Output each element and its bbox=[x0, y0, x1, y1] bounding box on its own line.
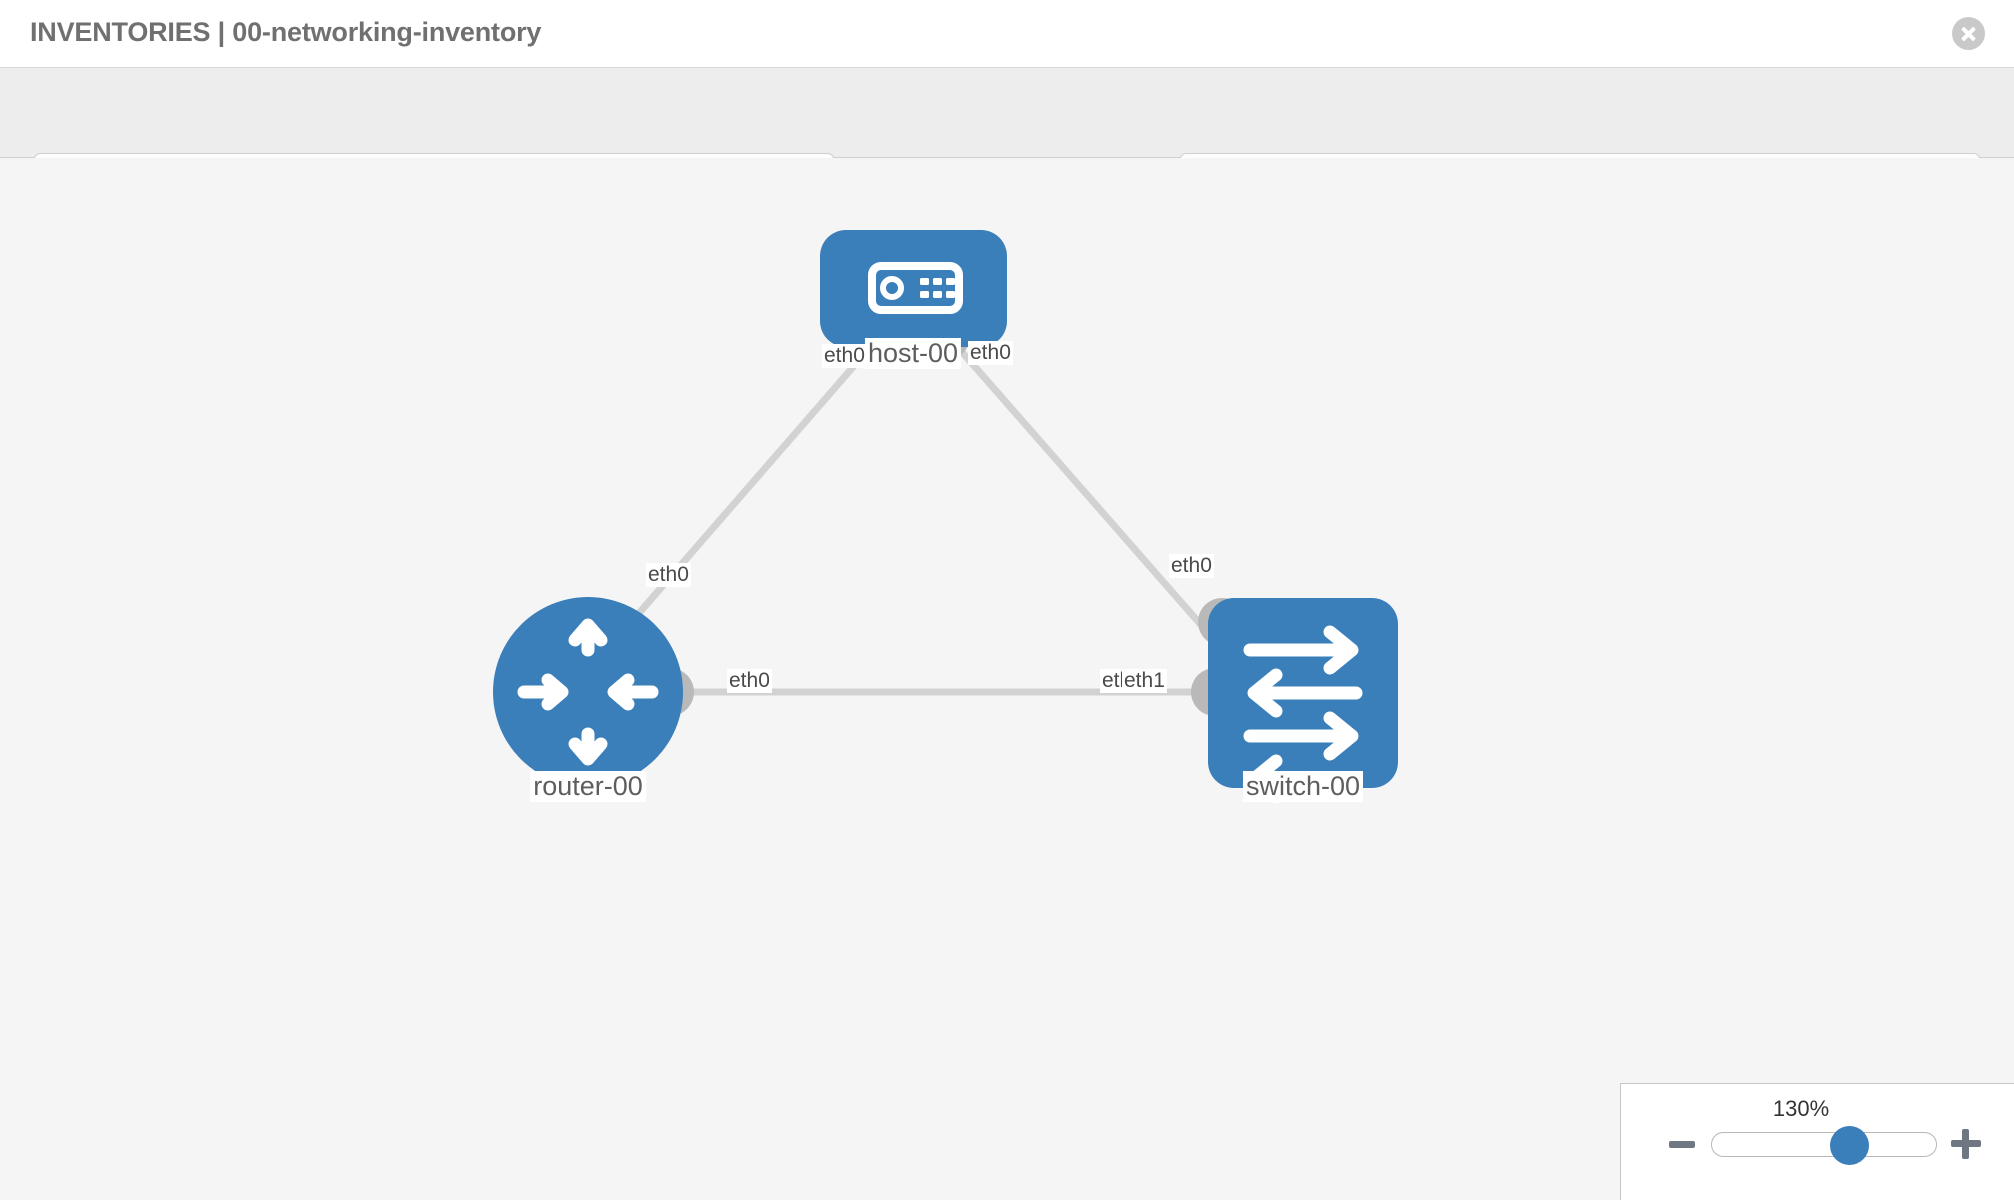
link-host-switch[interactable] bbox=[945, 333, 1233, 661]
node-label-host-00: host-00 bbox=[864, 338, 962, 369]
node-label-switch-00: switch-00 bbox=[1242, 771, 1364, 802]
zoom-in-button[interactable] bbox=[1951, 1129, 1981, 1159]
node-router-00[interactable] bbox=[493, 597, 683, 787]
topology-svg bbox=[493, 230, 1398, 804]
edge-label-router-host: eth0 bbox=[646, 563, 691, 587]
topology-links bbox=[597, 333, 1233, 696]
topology-connectors bbox=[646, 312, 1246, 716]
edge-label-host-switch-near: eth0 bbox=[968, 341, 1013, 365]
topology-canvas[interactable]: eth0 eth0 eth0 eth0 eth0 eth0 eth1 host-… bbox=[0, 158, 2014, 1200]
node-host-00[interactable] bbox=[820, 230, 1007, 347]
zoom-slider[interactable] bbox=[1711, 1126, 1937, 1165]
node-switch-00[interactable] bbox=[1208, 598, 1398, 804]
node-label-router-00: router-00 bbox=[530, 771, 646, 802]
close-icon[interactable] bbox=[1952, 17, 1985, 50]
zoom-out-button[interactable] bbox=[1669, 1141, 1695, 1148]
router-arrows-icon bbox=[517, 618, 659, 766]
zoom-slider-thumb[interactable] bbox=[1829, 1126, 1869, 1165]
zoom-level-value: 130% bbox=[1772, 1096, 1830, 1121]
link-host-router[interactable] bbox=[597, 333, 883, 661]
page-title: INVENTORIES | 00-networking-inventory bbox=[30, 17, 542, 47]
edge-label-host-router-near: eth0 bbox=[822, 344, 867, 368]
edge-label-switch-router-eth1: eth1 bbox=[1122, 669, 1167, 693]
server-icon-details bbox=[880, 276, 955, 300]
edge-label-switch-host: eth0 bbox=[1169, 554, 1214, 578]
server-icon bbox=[868, 262, 963, 314]
page-header: INVENTORIES | 00-networking-inventory bbox=[0, 0, 2014, 68]
zoom-control-panel: 130% bbox=[1620, 1083, 2014, 1200]
toolbar: ACTIONS SEARCH bbox=[0, 68, 2014, 209]
edge-label-router-switch: eth0 bbox=[727, 669, 772, 693]
